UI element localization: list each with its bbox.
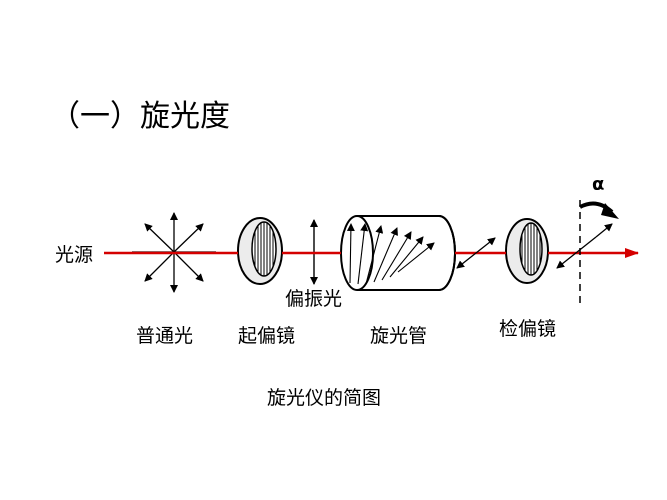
light-source-label: 光源	[55, 244, 94, 266]
rotation-plane-arrow	[595, 223, 613, 238]
ordinary-light-label: 普通光	[136, 325, 194, 347]
polarized-light-label: 偏振光	[285, 288, 343, 310]
optical-tube-label: 旋光管	[370, 325, 428, 347]
analyzer-disc	[505, 218, 549, 284]
diagram-caption: 旋光仪的简图	[267, 387, 382, 409]
polarizer-label: 起偏镜	[238, 325, 296, 347]
alpha-label: α	[592, 174, 605, 195]
rotated-light-arrows	[456, 237, 496, 269]
analyzer-label: 检偏镜	[499, 318, 557, 340]
rotation-plane-arrow-lower	[556, 236, 597, 269]
polarizer-disc	[237, 217, 283, 285]
rotation-angle-arrowhead	[601, 203, 619, 219]
page-title: （一）旋光度	[50, 99, 230, 134]
rotating-polarization-arrows	[346, 223, 435, 285]
